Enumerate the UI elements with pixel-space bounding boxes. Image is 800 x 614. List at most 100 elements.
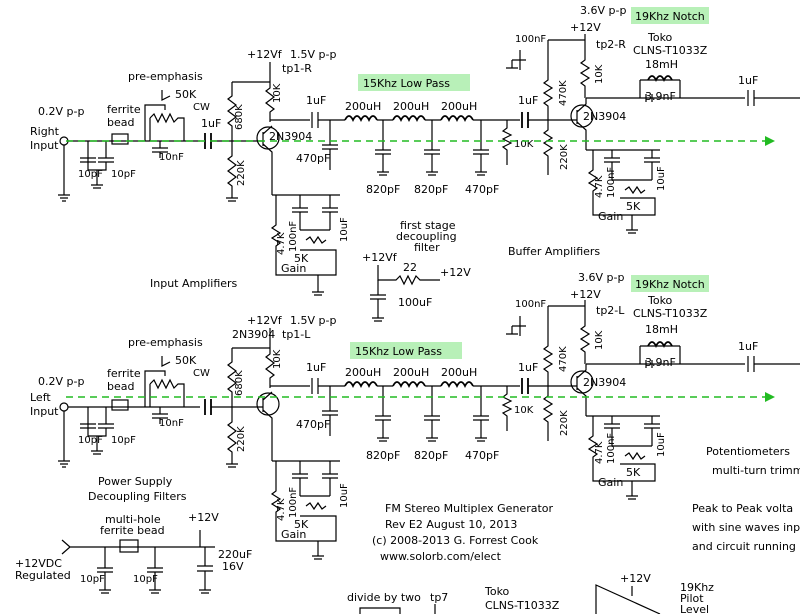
first-stage-1: first stage	[400, 219, 456, 232]
input-label-a-b: Left	[30, 391, 51, 404]
pilot-opamp	[595, 584, 661, 614]
inductor-a	[344, 115, 378, 123]
pot-5k-a: 5K	[626, 200, 641, 213]
cap-100nf-symbol	[506, 316, 526, 336]
notch-highlight-b	[631, 275, 709, 292]
notch-label-b: 19Khz Notch	[635, 278, 705, 291]
cap-symbol	[97, 547, 113, 594]
cap-symbol	[424, 386, 440, 442]
cap-1uf-a: 1uF	[201, 117, 221, 130]
ferrite-label: ferrite	[107, 103, 141, 116]
lowpass-highlight-b	[350, 342, 462, 359]
volume-resistor	[501, 120, 513, 165]
cap-symbol	[322, 386, 338, 436]
power-cap-16v: 16V	[222, 560, 244, 573]
pilot-3: Level	[680, 603, 709, 614]
res-470k-b: 470K	[558, 346, 569, 372]
cap-symbol	[604, 416, 620, 446]
divider-block	[359, 604, 436, 614]
res-22: 22	[403, 261, 417, 274]
cap-470pf-a-b: 470pF	[296, 418, 330, 431]
gain-network	[586, 149, 660, 205]
pot-wiper	[161, 356, 171, 367]
cap-100nf-b: 100nF	[606, 167, 617, 198]
cap-3n9-b: 3.9nF	[645, 356, 676, 369]
cap-10pf-a-b: 10pF	[78, 435, 103, 446]
cap-symbol	[644, 150, 660, 180]
ground-symbol	[91, 436, 103, 455]
cap-1uf-c: 1uF	[518, 94, 538, 107]
cap-10uf-b: 10uF	[339, 217, 350, 242]
cap-10uf-a: 10uF	[656, 166, 667, 191]
ferrite-bead-b	[111, 399, 129, 411]
pot-wiper	[161, 90, 171, 101]
res-220k-b: 220K	[559, 144, 570, 170]
res-10k-b-b: 10K	[514, 405, 534, 416]
preemph-resistor	[149, 378, 185, 407]
gain-label-b-b: Gain	[281, 528, 306, 541]
inductor-200uh-c: 200uH	[441, 100, 477, 113]
collector-resistor	[265, 328, 275, 388]
middle-section: Input Amplifiers Buffer Amplifiers first…	[150, 219, 600, 322]
cap-10nf-b: 10nF	[159, 418, 184, 429]
bias-resistor	[542, 120, 554, 175]
voltage-3v6: 3.6V p-p	[580, 4, 626, 17]
res-10k-a-b: 10K	[272, 349, 283, 369]
cap-100nf-c: 100nF	[288, 221, 299, 252]
cap-symbol	[521, 378, 529, 394]
supply-12vf-mid: +12Vf	[362, 251, 398, 264]
cap-pair	[80, 141, 114, 171]
voltage-1v5-b: 1.5V p-p	[290, 314, 336, 327]
transistor-q1: 2N3904	[269, 130, 312, 143]
cap-100nf-symbol	[506, 50, 526, 70]
tp7-label: tp7	[430, 591, 448, 604]
credits: FM Stereo Multiplex Generator Rev E2 Aug…	[372, 502, 553, 563]
lowpass-highlight	[358, 74, 470, 91]
cap-symbol	[424, 120, 440, 176]
ferrite-label-b: ferrite	[107, 367, 141, 380]
inductor-b	[392, 115, 426, 123]
gain-network	[270, 460, 340, 531]
cap-820pf-b: 820pF	[414, 183, 448, 196]
power-cap-220uf: 220uF	[218, 548, 252, 561]
bias-resistor	[542, 305, 585, 386]
output-wire	[680, 356, 800, 372]
cap-470pf-b: 470pF	[465, 183, 499, 196]
cap-1uf-b: 1uF	[306, 94, 326, 107]
bias-resistor	[227, 347, 270, 407]
inductor-18mh: 18mH	[645, 58, 678, 71]
cap-symbol	[204, 399, 212, 415]
cap-10pf-a: 10pF	[78, 169, 103, 180]
first-stage-3: filter	[414, 241, 440, 254]
cw-label: CW	[193, 102, 210, 113]
channel-right: 15Khz Low Pass 19Khz Notch 3.6V p-p +12V…	[30, 4, 800, 296]
wire	[144, 104, 166, 141]
cap-symbol	[473, 120, 489, 176]
cap-symbol	[604, 150, 620, 180]
cap-820pf-a: 820pF	[366, 183, 400, 196]
res-680k: 680K	[234, 104, 245, 130]
power-cap-10pf-b: 10pF	[133, 574, 158, 585]
notch-network	[586, 79, 681, 99]
pp-note-3: and circuit running	[692, 540, 796, 553]
cap-100nf-b-b: 100nF	[606, 433, 617, 464]
transistor-leads	[570, 98, 587, 150]
gain-label-a: Gain	[598, 210, 623, 223]
ground-symbol	[58, 411, 70, 468]
input-jack-b	[59, 402, 69, 412]
res-470k: 470K	[558, 80, 569, 106]
pilot-2: Pilot	[680, 592, 704, 605]
ferrite-multi-1: multi-hole	[105, 513, 161, 526]
notch-label: 19Khz Notch	[635, 10, 705, 23]
inductor-c-b	[440, 381, 474, 389]
cap-1uf-c-b: 1uF	[518, 361, 538, 374]
power-title-2: Decoupling Filters	[88, 490, 187, 503]
cap-10nf: 10nF	[159, 152, 184, 163]
voltage-1v5: 1.5V p-p	[290, 48, 336, 61]
input-label-b: Input	[30, 139, 59, 152]
cap-820pf-b-b: 820pF	[414, 449, 448, 462]
collector-resistor	[579, 300, 591, 364]
output-wire	[680, 90, 800, 106]
inductor-b-b	[392, 381, 426, 389]
preemphasis-label: pre-emphasis	[128, 70, 203, 83]
